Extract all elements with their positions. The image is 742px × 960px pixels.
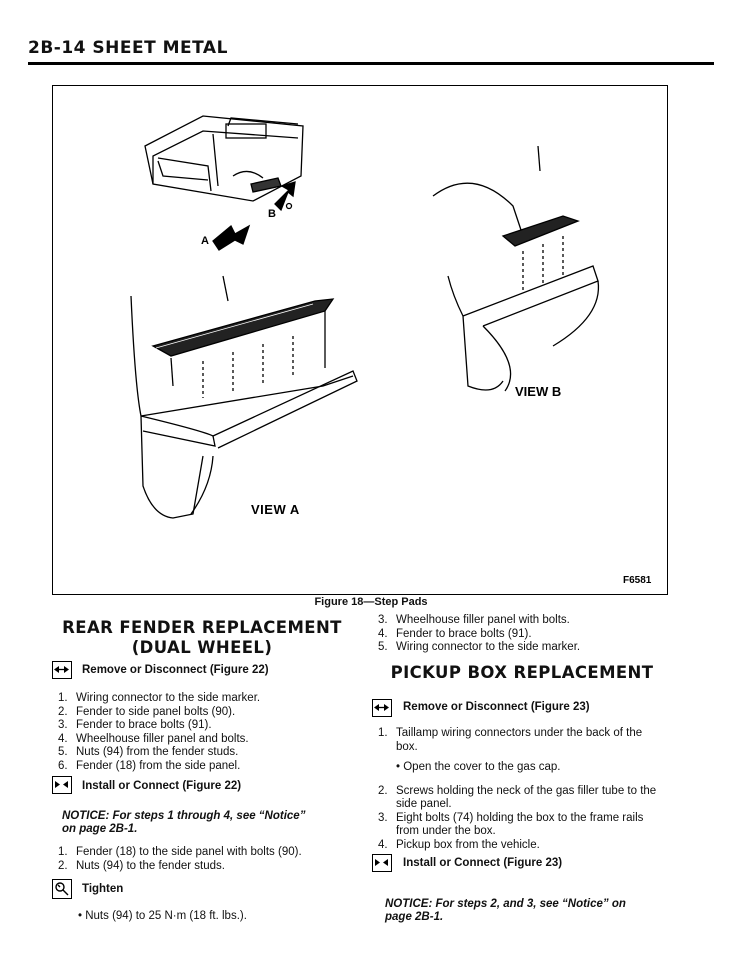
- list-item: 3.Fender to brace bolts (91).: [58, 719, 212, 731]
- list-item: 4.Wheelhouse filler panel and bolts.: [58, 732, 249, 745]
- header-rule: [28, 62, 714, 65]
- install-label: Install or Connect (Figure 22): [82, 780, 242, 792]
- list-item: 2.Fender to side panel bolts (90).: [58, 705, 236, 718]
- list-item: 5.Wiring connector to the side marker.: [378, 641, 581, 653]
- view-a-drawing: [130, 275, 358, 519]
- list-item: 2.Nuts (94) to the fender studs.: [58, 859, 225, 872]
- bullet-item: • Open the cover to the gas cap.: [396, 761, 561, 773]
- remove-label: Remove or Disconnect (Figure 23): [403, 701, 590, 713]
- list-item: 5.Nuts (94) from the fender studs.: [58, 746, 239, 758]
- list-item: 1.Taillamp wiring connectors under the b…: [378, 727, 643, 739]
- list-item: 1.Wiring connector to the side marker.: [58, 692, 261, 704]
- list-item: 4.Pickup box from the vehicle.: [378, 838, 540, 851]
- list-item: 3.Eight bolts (74) holding the box to th…: [378, 811, 644, 824]
- continued-install-list: 3.Wheelhouse filler panel with bolts. 4.…: [378, 614, 678, 655]
- list-item: 6.Fender (18) from the side panel.: [58, 759, 241, 772]
- remove-label: Remove or Disconnect (Figure 22): [82, 664, 269, 676]
- list-item: 2.Screws holding the neck of the gas fil…: [378, 784, 657, 797]
- tighten-label: Tighten: [82, 883, 124, 895]
- section-heading-pickup-box: PICKUP BOX REPLACEMENT: [390, 663, 654, 682]
- section-heading-dual-wheel: (DUAL WHEEL): [131, 638, 273, 657]
- list-item: 4.Fender to brace bolts (91).: [378, 627, 532, 640]
- pickup-remove-list: 1.Taillamp wiring connectors under the b…: [378, 727, 678, 852]
- page-header: 2B-14 SHEET METAL: [28, 38, 228, 58]
- list-item-continuation: box.: [396, 740, 418, 753]
- install-list: 1.Fender (18) to the side panel with bol…: [58, 846, 358, 873]
- list-item-continuation: from under the box.: [396, 825, 496, 837]
- figure-id: F6581: [623, 575, 652, 586]
- figure-box: A B VIEW A: [52, 85, 668, 595]
- notice-line-2: page 2B-1.: [385, 911, 444, 923]
- remove-disconnect-icon: [372, 699, 392, 717]
- arrow-b-label: B: [268, 208, 276, 220]
- tighten-wrench-icon: [52, 879, 72, 899]
- figure-caption: Figure 18—Step Pads: [314, 596, 428, 608]
- pickup-box-sketch: [144, 115, 304, 202]
- notice-line-2: on page 2B-1.: [62, 823, 138, 835]
- view-b-drawing: [432, 145, 600, 392]
- install-connect-icon: [52, 776, 72, 794]
- remove-list: 1.Wiring connector to the side marker. 2…: [58, 692, 358, 773]
- remove-disconnect-icon: [52, 661, 72, 679]
- list-item: 3.Wheelhouse filler panel with bolts.: [378, 614, 570, 626]
- notice-line-1: NOTICE: For steps 1 through 4, see “Noti…: [62, 810, 306, 822]
- view-a-label: VIEW A: [251, 502, 300, 517]
- arrow-a-label: A: [201, 235, 209, 247]
- notice-line-1: NOTICE: For steps 2, and 3, see “Notice”…: [385, 898, 626, 910]
- install-connect-icon: [372, 854, 392, 872]
- section-heading-rear-fender: REAR FENDER REPLACEMENT: [62, 618, 342, 637]
- tighten-item: • Nuts (94) to 25 N·m (18 ft. lbs.).: [78, 910, 247, 922]
- view-b-label: VIEW B: [515, 384, 561, 399]
- list-item-continuation: side panel.: [396, 798, 452, 810]
- list-item: 1.Fender (18) to the side panel with bol…: [58, 846, 302, 858]
- step-pads-illustration: A B VIEW A: [130, 115, 652, 586]
- install-label: Install or Connect (Figure 23): [403, 857, 563, 869]
